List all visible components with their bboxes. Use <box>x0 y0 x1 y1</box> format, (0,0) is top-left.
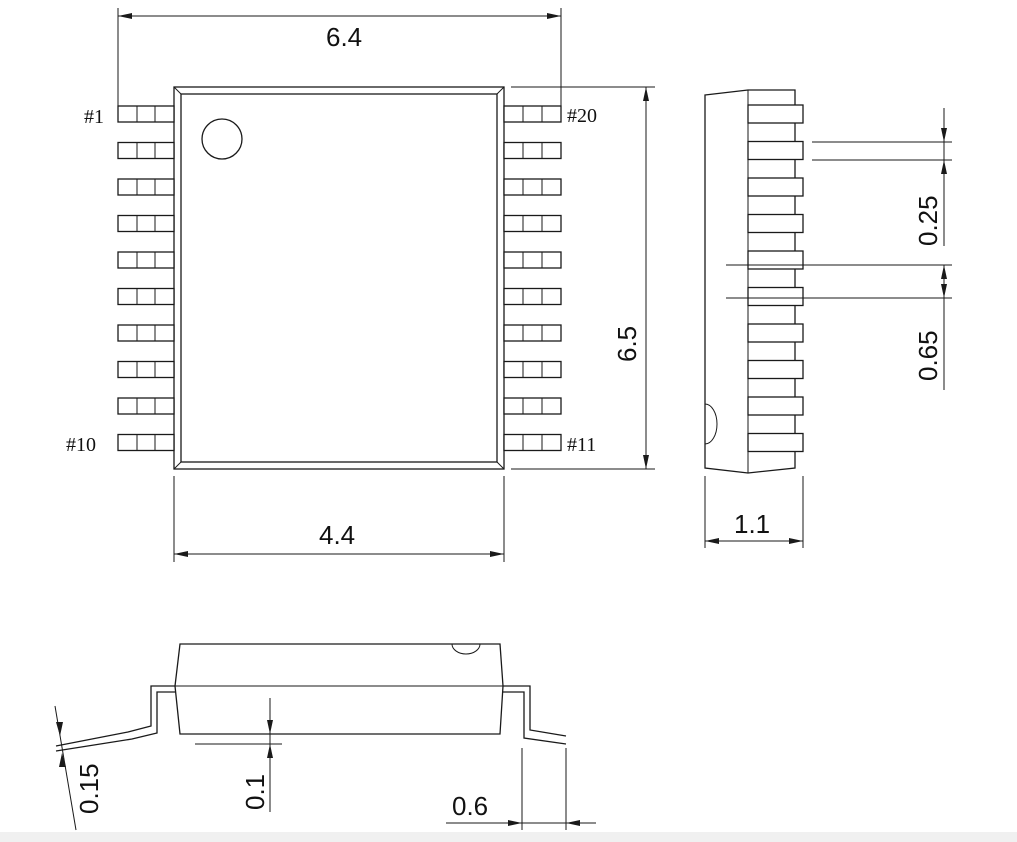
pin-label-1: #1 <box>84 106 104 128</box>
top-right-lead <box>503 360 562 379</box>
dimension-foot-length: 0.6 <box>446 748 596 830</box>
dim-label-0-15: 0.15 <box>74 763 104 814</box>
side-lead <box>747 286 804 307</box>
front-body-outline <box>174 643 504 735</box>
front-view: 0.15 0.1 0.6 <box>54 643 596 831</box>
top-right-lead <box>503 178 562 196</box>
side-leads <box>747 104 804 453</box>
body-outline <box>173 86 505 470</box>
dim-label-0-65: 0.65 <box>913 330 943 381</box>
side-lead <box>747 396 804 416</box>
pin-label-20: #20 <box>567 105 597 127</box>
side-lead <box>747 359 804 380</box>
top-right-lead <box>503 287 562 306</box>
dimension-body-length: 6.5 <box>511 86 655 470</box>
dim-label-0-25: 0.25 <box>913 195 943 246</box>
top-right-lead <box>503 105 562 123</box>
left-leads <box>117 105 175 452</box>
dim-label-0-1: 0.1 <box>240 774 270 810</box>
dimension-lead-thickness: 0.15 <box>54 705 104 831</box>
top-view: #1 #10 #11 #20 6.4 6.5 <box>66 8 655 562</box>
dimension-lead-width-pitch: 0.25 0.65 <box>726 108 952 390</box>
top-left-lead <box>117 287 175 306</box>
pin-label-11: #11 <box>567 434 596 456</box>
top-left-lead <box>117 105 175 123</box>
top-left-lead <box>117 397 175 415</box>
right-gullwing-lead <box>503 685 567 745</box>
top-left-lead <box>117 214 175 233</box>
dimension-body-width: 4.4 <box>173 476 505 562</box>
top-left-lead <box>117 360 175 379</box>
dimension-overall-width: 6.4 <box>117 8 562 108</box>
body-inner-outline <box>180 93 498 463</box>
top-right-lead <box>503 324 562 342</box>
dim-label-0-6: 0.6 <box>452 791 488 821</box>
dim-label-6-4: 6.4 <box>326 22 362 52</box>
bottom-strip <box>0 832 1017 842</box>
dim-label-4-4: 4.4 <box>319 520 355 550</box>
top-right-lead <box>503 251 562 269</box>
side-lead <box>747 432 804 453</box>
top-left-lead <box>117 141 175 160</box>
top-left-lead <box>117 251 175 269</box>
side-lead <box>747 213 804 234</box>
top-right-lead <box>503 433 562 452</box>
top-right-lead <box>503 141 562 160</box>
dimension-height: 1.1 <box>704 476 804 548</box>
right-leads <box>503 105 562 452</box>
side-pin1-notch <box>704 403 718 445</box>
top-right-lead <box>503 397 562 415</box>
side-lead <box>747 250 804 270</box>
side-lead <box>747 323 804 343</box>
side-lead <box>747 177 804 197</box>
dim-label-1-1: 1.1 <box>734 509 770 539</box>
dimension-standoff: 0.1 <box>195 698 282 812</box>
side-lead <box>747 104 804 124</box>
side-lead <box>747 140 804 161</box>
pin1-indicator-dot <box>201 118 243 160</box>
side-view: 0.25 0.65 1.1 <box>704 89 952 548</box>
top-left-lead <box>117 324 175 342</box>
pin-label-10: #10 <box>66 434 96 456</box>
top-right-lead <box>503 214 562 233</box>
left-gullwing-lead <box>55 685 175 752</box>
dim-label-6-5: 6.5 <box>612 326 642 362</box>
front-pin1-notch <box>451 643 481 655</box>
top-left-lead <box>117 433 175 452</box>
top-left-lead <box>117 178 175 196</box>
